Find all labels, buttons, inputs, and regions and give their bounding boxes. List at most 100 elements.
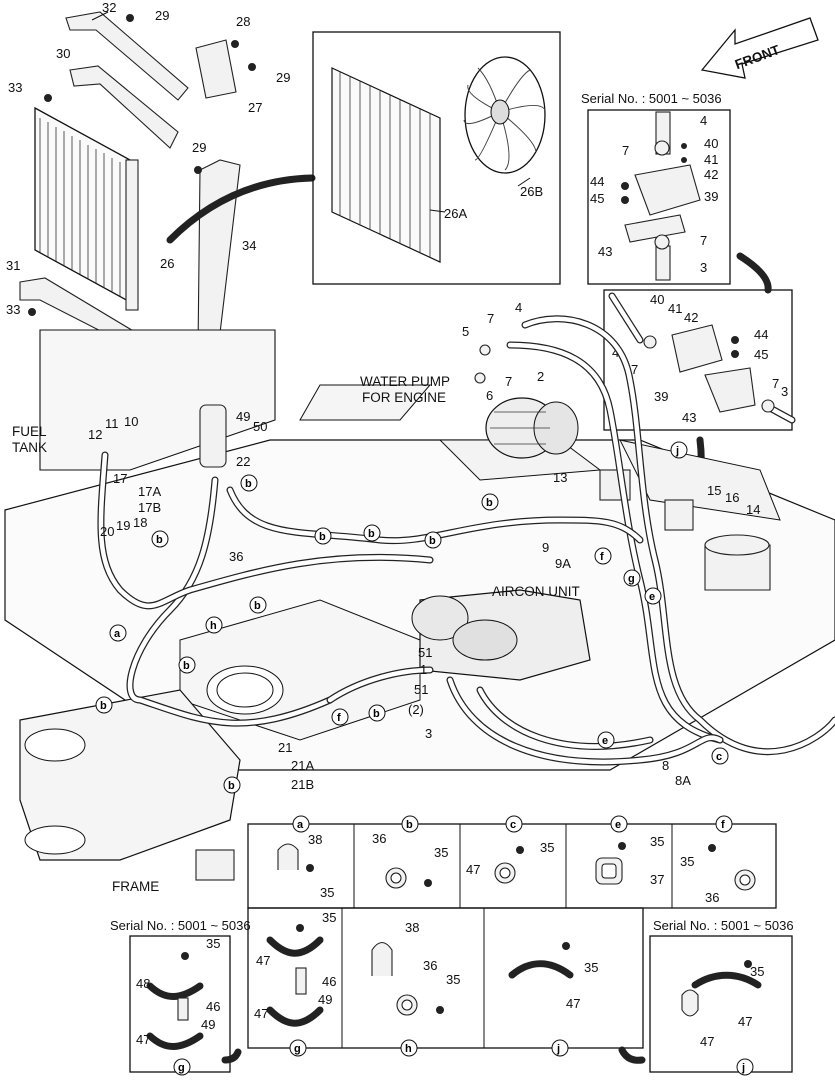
- part-label: 18: [133, 515, 147, 530]
- part-label: 45: [754, 347, 768, 362]
- callout-f: f: [331, 708, 349, 726]
- part-label: 7: [622, 143, 629, 158]
- part-label: 42: [704, 167, 718, 182]
- svg-text:c: c: [716, 751, 722, 763]
- part-label: 33: [8, 80, 22, 95]
- callout-markers: j b b b b b b f g e b a h b b f b e c b: [95, 441, 729, 794]
- valve-detail-box: 40 41 42 44 4 45 7 39 7 3 43: [603, 289, 796, 431]
- panel-g-old-letter: g: [173, 1058, 191, 1076]
- serial-bottom-right-label: Serial No. : 5001 ~ 5036: [653, 918, 794, 933]
- svg-text:b: b: [406, 819, 413, 831]
- part-label: 38: [405, 920, 419, 935]
- callout-e: e: [597, 731, 615, 749]
- svg-text:h: h: [405, 1043, 412, 1055]
- part-label: 21: [278, 740, 292, 755]
- part-label: 7: [631, 362, 638, 377]
- part-label: 43: [682, 410, 696, 425]
- svg-text:e: e: [602, 735, 608, 747]
- svg-text:b: b: [156, 534, 163, 546]
- svg-text:b: b: [183, 660, 190, 672]
- part-label: 35: [540, 840, 554, 855]
- part-label: 41: [704, 152, 718, 167]
- svg-text:g: g: [178, 1062, 185, 1074]
- leader-arc: [166, 174, 316, 244]
- part-label: 44: [754, 327, 768, 342]
- part-label: 15: [707, 483, 721, 498]
- part-label: 21A: [291, 758, 314, 773]
- part-label: 21B: [291, 777, 314, 792]
- part-label: 32: [102, 0, 116, 15]
- part-label: 31: [6, 258, 20, 273]
- serial-detail-top: 4 7 40 41 42 44 45 39 43 7 3: [587, 109, 731, 285]
- panel-j-letter: j: [551, 1039, 569, 1057]
- part-label: 35: [750, 964, 764, 979]
- fuel-tank-label-1: FUEL: [12, 424, 47, 439]
- callout-b: b: [314, 527, 332, 545]
- part-label: 41: [668, 301, 682, 316]
- radiator-assembly: [19, 11, 256, 354]
- callout-f: f: [594, 547, 612, 565]
- part-label: 46: [206, 999, 220, 1014]
- part-label: 7: [772, 376, 779, 391]
- part-label: 35: [206, 936, 220, 951]
- svg-text:c: c: [510, 819, 516, 831]
- svg-text:b: b: [100, 700, 107, 712]
- callout-b: b: [424, 531, 442, 549]
- panel-a-letter: a: [292, 815, 310, 833]
- svg-text:b: b: [368, 528, 375, 540]
- part-label: 47: [738, 1014, 752, 1029]
- part-label: 49: [201, 1017, 215, 1032]
- part-label: 35: [650, 834, 664, 849]
- part-label: 16: [725, 490, 739, 505]
- svg-text:b: b: [486, 497, 493, 509]
- part-label: 7: [700, 233, 707, 248]
- callout-b: b: [151, 530, 169, 548]
- callout-b: b: [368, 704, 386, 722]
- part-label: 9A: [555, 556, 571, 571]
- part-label: 47: [566, 996, 580, 1011]
- part-label: 35: [446, 972, 460, 987]
- part-label: 47: [700, 1034, 714, 1049]
- part-label: 19: [116, 518, 130, 533]
- part-label: 35: [434, 845, 448, 860]
- panel-j-old-letter: j: [736, 1058, 754, 1076]
- clamp-detail-grid: a 38 35 b 36 35 c 35 47 e 35 37 f 35 36 …: [247, 815, 777, 1057]
- callout-j: j: [670, 441, 688, 459]
- leader-arc: [736, 252, 772, 294]
- callout-c: c: [711, 747, 729, 765]
- svg-text:b: b: [373, 708, 380, 720]
- part-label: 36: [229, 549, 243, 564]
- panel-g-letter: g: [289, 1039, 307, 1057]
- part-label: 17A: [138, 484, 161, 499]
- part-label: 4: [515, 300, 522, 315]
- callout-h: h: [205, 616, 223, 634]
- svg-text:g: g: [628, 573, 635, 585]
- part-label: 3: [425, 726, 432, 741]
- panel-b-letter: b: [401, 815, 419, 833]
- part-label: 36: [423, 958, 437, 973]
- main-part-labels: 4 5 7 7 2 6 11 10 12 49 50 22 17 17A 17B…: [88, 300, 760, 792]
- svg-text:e: e: [649, 591, 655, 603]
- callout-b: b: [95, 696, 113, 714]
- front-arrow: FRONT: [700, 17, 819, 79]
- part-label: 39: [704, 189, 718, 204]
- panel-f-letter: f: [715, 815, 733, 833]
- part-label: 43: [598, 244, 612, 259]
- part-label: 29: [155, 8, 169, 23]
- serial-bottom-left-label: Serial No. : 5001 ~ 5036: [110, 918, 251, 933]
- water-pump-label-2: FOR ENGINE: [362, 390, 446, 405]
- svg-text:g: g: [294, 1043, 301, 1055]
- svg-text:b: b: [254, 600, 261, 612]
- callout-b: b: [178, 656, 196, 674]
- callout-g: g: [623, 569, 641, 587]
- callout-b: b: [249, 596, 267, 614]
- part-label: 30: [56, 46, 70, 61]
- part-label: 35: [322, 910, 336, 925]
- svg-text:f: f: [337, 712, 341, 724]
- part-label: 26: [160, 256, 174, 271]
- serial-detail-j: j 35 47 47: [618, 935, 793, 1076]
- part-label: 48: [136, 976, 150, 991]
- callout-a: a: [109, 624, 127, 642]
- part-label: 14: [746, 502, 760, 517]
